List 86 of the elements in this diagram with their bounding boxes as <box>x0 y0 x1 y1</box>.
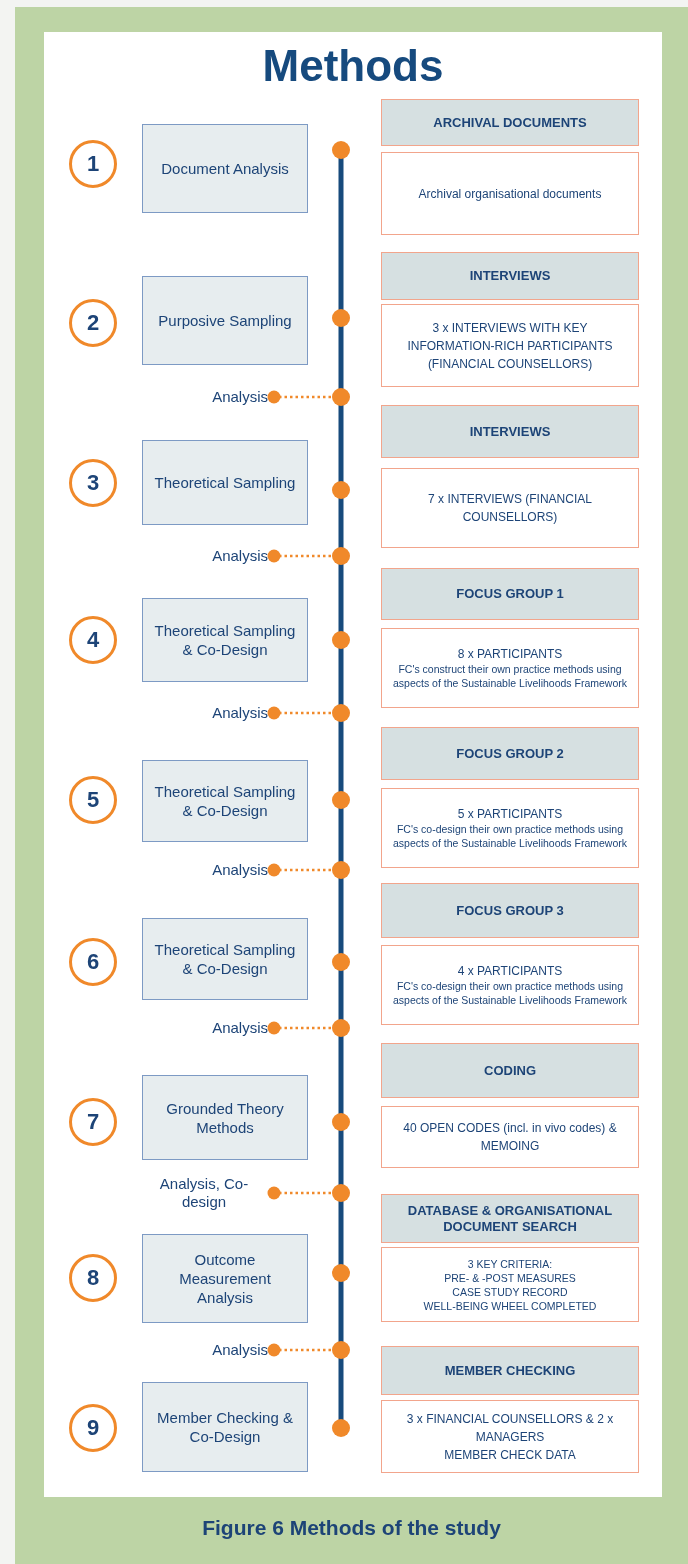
step-box <box>142 918 308 1000</box>
step-number: 9 <box>86 1417 100 1439</box>
dotted-connector <box>267 1186 332 1200</box>
analysis-label: Analysis <box>212 704 268 722</box>
dotted-connector <box>267 390 332 404</box>
detail-subtext: MEMBER CHECK DATA <box>444 1446 576 1464</box>
step-label: Grounded Theory Methods <box>165 1098 285 1137</box>
detail-box <box>381 1247 639 1322</box>
step-number: 5 <box>86 789 100 811</box>
dotted-connector <box>267 1343 332 1357</box>
detail-box <box>381 1106 639 1168</box>
detail-box <box>381 304 639 387</box>
step-box <box>142 598 308 682</box>
step-label: Theoretical Sampling & Co-Design <box>153 782 297 820</box>
detail-box <box>381 788 639 868</box>
heading-text: MEMBER CHECKING <box>444 1362 576 1379</box>
step-number: 2 <box>86 312 100 334</box>
detail-text: 7 x INTERVIEWS (FINANCIAL COUNSELLORS) <box>427 491 593 526</box>
detail-text: 3 x FINANCIAL COUNSELLORS & 2 x MANAGERS <box>405 1410 615 1446</box>
heading-text: FOCUS GROUP 1 <box>456 586 564 602</box>
step-number: 1 <box>86 153 100 175</box>
detail-subtext: FC's co-design their own practice methods using aspects of the Sustainable Livelihoods Framework <box>391 822 628 850</box>
detail-subtext: CASE STUDY RECORD <box>452 1284 568 1299</box>
heading-box <box>381 1043 639 1098</box>
heading-box <box>381 405 639 458</box>
heading-text: INTERVIEWS <box>469 423 551 440</box>
heading-box <box>381 1194 639 1243</box>
detail-text: 3 KEY CRITERIA: <box>467 1256 553 1271</box>
dotted-connector <box>267 706 332 720</box>
detail-subtext: FC's co-design their own practice methods using aspects of the Sustainable Livelihoods Framework <box>391 979 628 1007</box>
heading-box <box>381 568 639 620</box>
dotted-connector <box>267 863 332 877</box>
step-label: Theoretical Sampling & Co-Design <box>153 940 297 978</box>
detail-box <box>381 1400 639 1473</box>
step-label: Outcome Measurement Analysis <box>178 1250 272 1307</box>
analysis-label: Analysis <box>212 1019 268 1037</box>
step-box <box>142 1075 308 1160</box>
step-box <box>142 124 308 213</box>
detail-box <box>381 152 639 235</box>
dotted-connector <box>267 1021 332 1035</box>
heading-box <box>381 883 639 938</box>
heading-text: DATABASE & ORGANISATIONAL DOCUMENT SEARCH <box>406 1202 614 1235</box>
step-label: Document Analysis <box>161 159 289 178</box>
figure-caption: Figure 6 Methods of the study <box>201 1515 502 1541</box>
title: Methods <box>261 40 445 92</box>
heading-box <box>381 252 639 300</box>
heading-text: ARCHIVAL DOCUMENTS <box>433 114 587 131</box>
step-label: Theoretical Sampling <box>154 473 296 492</box>
step-label: Theoretical Sampling & Co-Design <box>153 621 297 659</box>
detail-subtext: FC's construct their own practice methods using aspects of the Sustainable Livelihoods Framework <box>391 662 628 690</box>
analysis-label: Analysis, Co-design <box>158 1175 250 1211</box>
step-box <box>142 1382 308 1472</box>
step-label: Member Checking & Co-Design <box>156 1408 294 1446</box>
detail-subtext: WELL-BEING WHEEL COMPLETED <box>423 1298 597 1313</box>
heading-text: FOCUS GROUP 2 <box>456 745 564 762</box>
analysis-label: Analysis <box>212 1341 268 1359</box>
detail-box <box>381 468 639 548</box>
detail-text: 5 x PARTICIPANTS <box>457 806 563 822</box>
step-number: 7 <box>86 1111 100 1133</box>
step-label: Purposive Sampling <box>158 311 292 330</box>
heading-box <box>381 1346 639 1395</box>
step-number: 4 <box>86 629 100 651</box>
heading-text: INTERVIEWS <box>469 268 551 284</box>
heading-box <box>381 99 639 146</box>
analysis-label: Analysis <box>212 861 268 879</box>
step-number: 3 <box>86 472 100 494</box>
analysis-label: Analysis <box>212 388 268 406</box>
detail-box <box>381 945 639 1025</box>
step-number: 6 <box>86 951 100 973</box>
detail-text: Archival organisational documents <box>418 185 602 202</box>
dotted-connector <box>267 549 332 563</box>
heading-box <box>381 727 639 780</box>
detail-text: 4 x PARTICIPANTS <box>457 963 563 979</box>
heading-text: FOCUS GROUP 3 <box>456 902 564 919</box>
detail-box <box>381 628 639 708</box>
step-box <box>142 1234 308 1323</box>
detail-subtext: PRE- & -POST MEASURES <box>444 1270 576 1285</box>
heading-text: CODING <box>484 1062 536 1079</box>
detail-text: 40 OPEN CODES (incl. in vivo codes) & MEMOING <box>402 1120 618 1155</box>
step-box <box>142 760 308 842</box>
detail-text: 3 x INTERVIEWS WITH KEY INFORMATION-RICH PARTICIPANTS (FINANCIAL COUNSELLORS) <box>406 319 614 373</box>
step-number: 8 <box>86 1267 100 1289</box>
step-box <box>142 440 308 525</box>
detail-text: 8 x PARTICIPANTS <box>457 646 563 662</box>
step-box <box>142 276 308 365</box>
analysis-label: Analysis <box>212 547 268 565</box>
